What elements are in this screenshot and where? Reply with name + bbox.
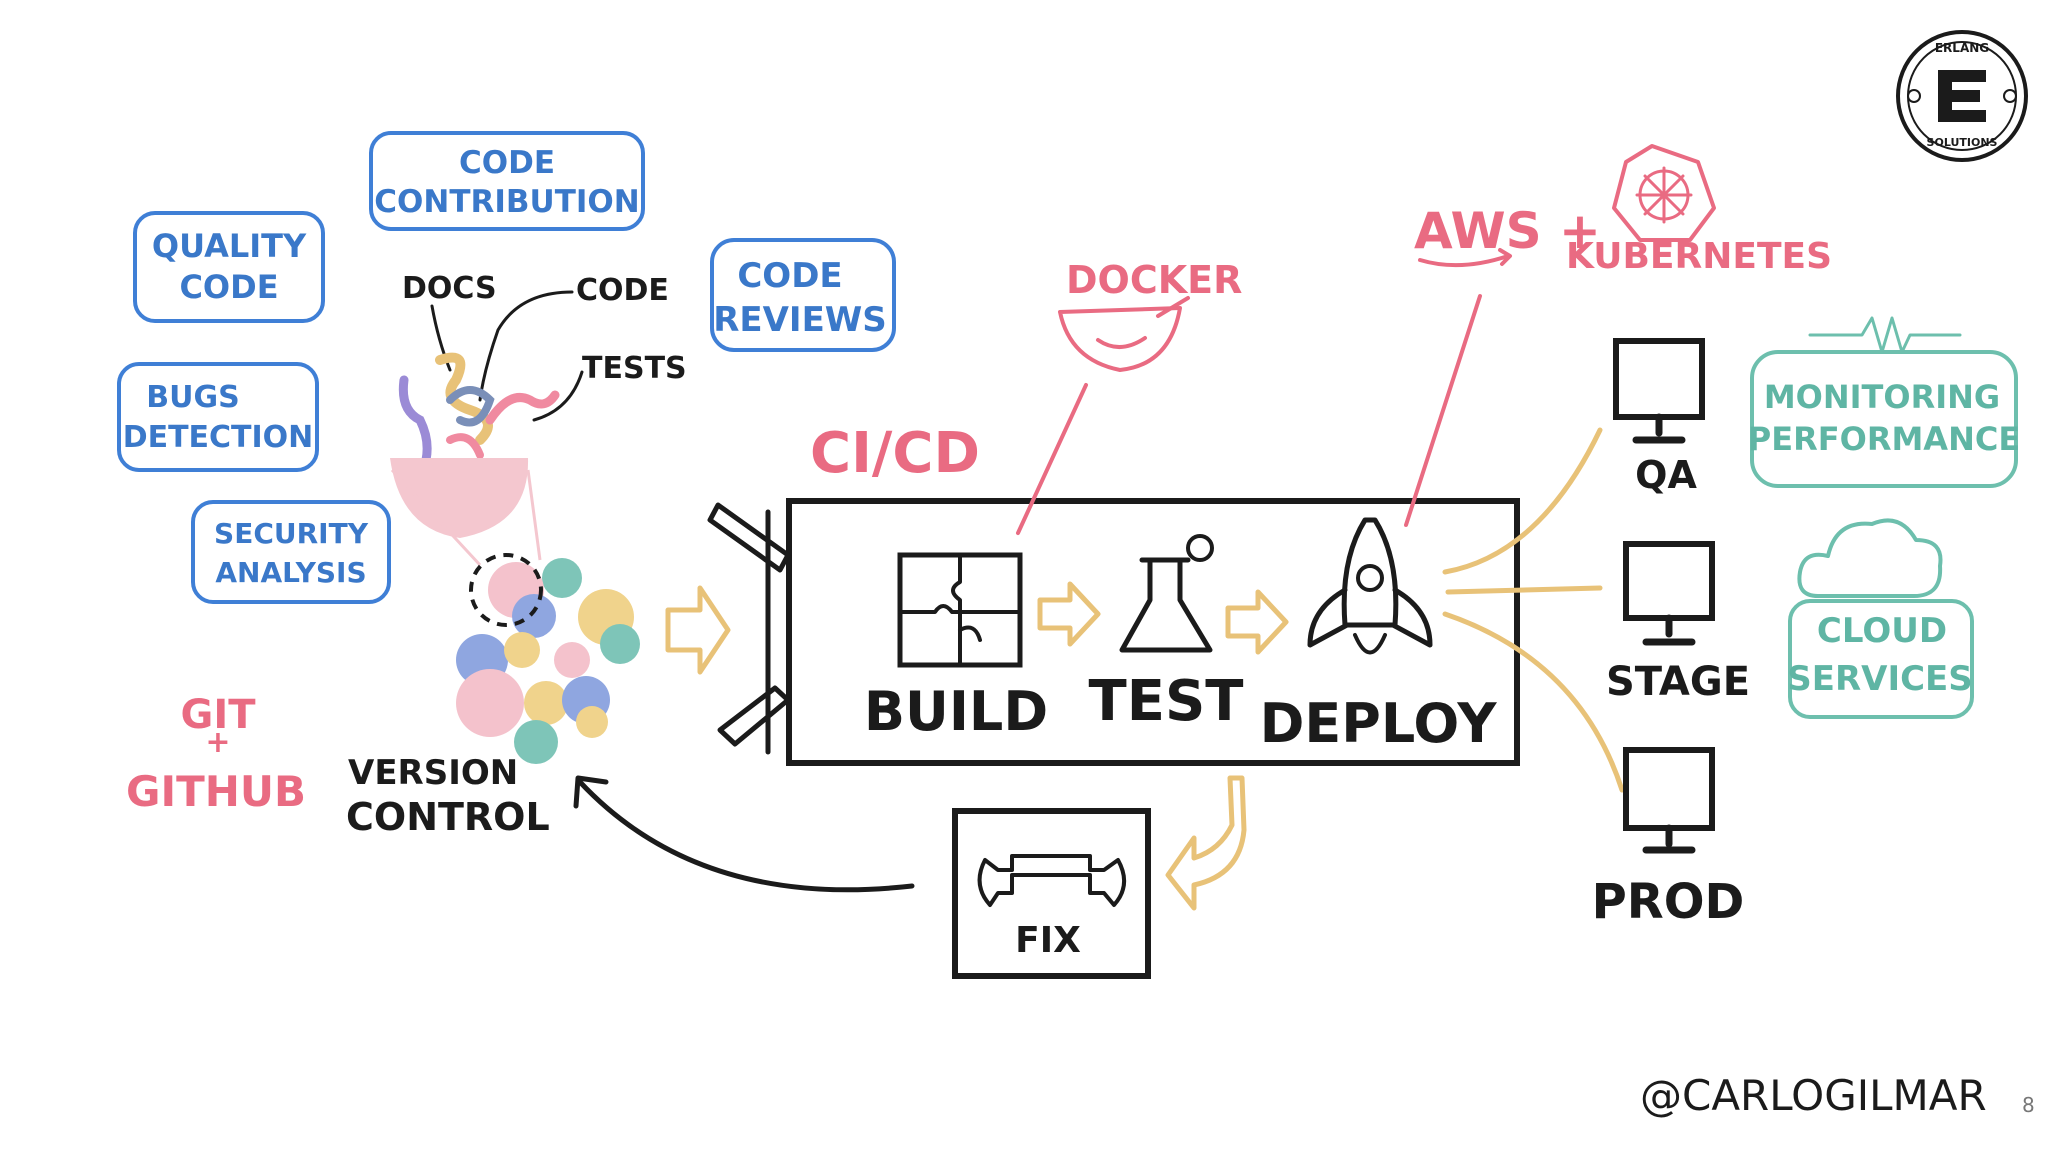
docker-line xyxy=(1016,383,1088,535)
svg-text:GIT: GIT xyxy=(181,692,257,738)
credit-handle: @CARLOGILMAR xyxy=(1640,1071,1987,1120)
svg-text:PERFORMANCE: PERFORMANCE xyxy=(1748,420,2020,458)
code-reviews-line2: REVIEWS xyxy=(713,300,887,340)
svg-text:CONTROL: CONTROL xyxy=(346,795,550,839)
quality-code-line1: QUALITY xyxy=(152,227,307,265)
deploy-to-qa-line xyxy=(1442,427,1603,575)
quality-code-line2: CODE xyxy=(179,268,278,306)
docs-label: DOCS xyxy=(402,271,497,306)
security-analysis-box: SECURITY ANALYSIS xyxy=(191,500,391,604)
code-reviews-line1: CODE xyxy=(737,256,842,296)
prod-label: PROD xyxy=(1592,874,1745,930)
docs-pointer xyxy=(430,304,452,372)
tests-label: TESTS xyxy=(582,351,687,386)
security-analysis-line2: ANALYSIS xyxy=(215,556,366,589)
arrow-test-to-deploy xyxy=(1225,589,1289,655)
flask-icon xyxy=(1119,534,1214,653)
bugs-detection-line2: DETECTION xyxy=(123,420,314,455)
version-control-label: VERSION CONTROL xyxy=(346,753,550,839)
aws-label: AWS + xyxy=(1414,202,1601,260)
kubernetes-label: KUBERNETES xyxy=(1566,236,1832,277)
stage-label: STAGE xyxy=(1606,659,1750,705)
funnel-spout xyxy=(390,468,542,567)
code-contribution-line2: CONTRIBUTION xyxy=(374,184,639,220)
deploy-to-prod-line xyxy=(1442,611,1625,793)
squiggle-ingredients xyxy=(398,352,560,465)
deploy-to-stage-line xyxy=(1445,585,1603,595)
rocket-icon xyxy=(1307,517,1433,655)
code-reviews-box: CODE REVIEWS xyxy=(710,238,896,352)
fix-label: FIX xyxy=(1015,920,1081,961)
svg-text:CLOUD: CLOUD xyxy=(1817,611,1947,651)
fix-arrow-head xyxy=(573,775,609,809)
fix-box xyxy=(952,808,1151,979)
test-label: TEST xyxy=(1089,669,1244,734)
bugs-detection-box: BUGS DETECTION xyxy=(117,362,319,472)
svg-text:MONITORING: MONITORING xyxy=(1764,378,2000,416)
code-contribution-box: CODE CONTRIBUTION xyxy=(369,131,645,231)
svg-text:+: + xyxy=(205,725,230,760)
page-number: 8 xyxy=(2022,1093,2035,1117)
stage-server-icon xyxy=(1623,541,1715,646)
git-github-label: GIT + GITHUB xyxy=(126,692,306,816)
svg-text:ERLANG: ERLANG xyxy=(1935,41,1989,55)
svg-text:SOLUTIONS: SOLUTIONS xyxy=(1927,136,1998,149)
funnel-bowl xyxy=(390,458,529,538)
arrow-to-fix xyxy=(1165,775,1247,911)
security-analysis-line1: SECURITY xyxy=(214,517,369,550)
arrow-to-pipeline xyxy=(665,585,731,675)
prod-server-icon xyxy=(1623,747,1715,854)
erlang-solutions-logo: ERLANG SOLUTIONS xyxy=(1896,30,2028,162)
docker-whale-icon xyxy=(1058,296,1190,372)
docker-label: DOCKER xyxy=(1066,258,1242,302)
kubernetes-wheel-icon xyxy=(1612,144,1716,242)
cicd-label: CI/CD xyxy=(810,421,980,486)
tests-pointer xyxy=(532,370,584,422)
qa-server-icon xyxy=(1613,338,1705,444)
fix-to-version-control-arrow xyxy=(577,779,915,893)
version-control-bubbles xyxy=(456,553,640,764)
deploy-label: DEPLOY xyxy=(1260,692,1498,755)
arrow-build-to-test xyxy=(1037,581,1101,647)
code-pointer xyxy=(478,290,574,402)
monitoring-performance-box: MONITORING PERFORMANCE xyxy=(1748,316,2020,488)
code-contribution-line1: CODE xyxy=(459,145,555,181)
qa-label: QA xyxy=(1635,453,1697,497)
cloud-icon xyxy=(1797,518,1943,598)
aws-line xyxy=(1404,294,1482,527)
aws-smile xyxy=(1418,248,1512,268)
svg-text:SERVICES: SERVICES xyxy=(1787,659,1973,699)
cloud-services-box: CLOUD SERVICES xyxy=(1787,518,1974,719)
quality-code-box: QUALITY CODE xyxy=(133,211,325,323)
svg-text:VERSION: VERSION xyxy=(348,753,518,793)
pipeline-box xyxy=(707,498,1520,766)
bugs-detection-line1: BUGS xyxy=(146,380,239,415)
svg-text:GITHUB: GITHUB xyxy=(126,767,306,816)
puzzle-icon xyxy=(897,552,1023,668)
build-label: BUILD xyxy=(864,680,1048,743)
code-label: CODE xyxy=(576,273,669,308)
